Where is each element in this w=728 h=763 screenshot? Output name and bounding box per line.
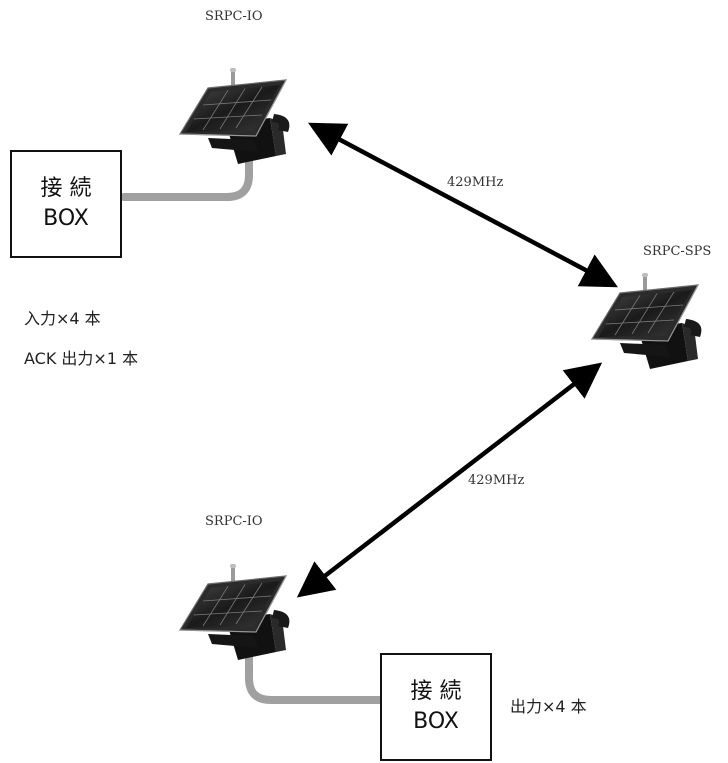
connection-box-bottom: 接 続 BOX	[380, 653, 492, 761]
link-label-lower: 429MHz	[468, 473, 524, 488]
connection-box-bottom-line2: BOX	[413, 707, 459, 737]
link-arrow-lower	[304, 368, 595, 592]
solar-unit-bottom	[180, 564, 289, 660]
connection-box-top-line2: BOX	[43, 204, 89, 234]
cable-bottom	[249, 650, 380, 700]
solar-unit-top	[180, 68, 289, 164]
note-top-ack: ACK 出力×1 本	[24, 345, 138, 369]
device-label-bottom: SRPC-IO	[205, 514, 263, 529]
device-label-top: SRPC-IO	[205, 9, 263, 24]
note-bottom-output: 出力×4 本	[510, 693, 587, 717]
device-label-right: SRPC-SPS	[643, 244, 711, 259]
connection-box-bottom-line1: 接 続	[411, 677, 462, 707]
connection-box-top-line1: 接 続	[41, 174, 92, 204]
cable-top	[124, 150, 249, 197]
link-label-upper: 429MHz	[447, 175, 503, 190]
connection-box-top: 接 続 BOX	[10, 150, 122, 258]
note-top-input: 入力×4 本	[24, 305, 101, 329]
link-arrow-upper	[316, 127, 610, 283]
solar-unit-right	[592, 273, 701, 369]
